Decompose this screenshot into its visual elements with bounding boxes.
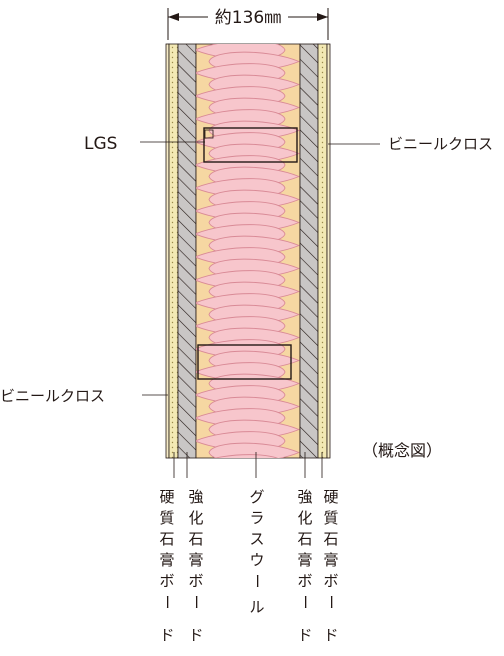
glass-wool-fiber — [213, 454, 278, 458]
svg-text:ウ: ウ — [249, 551, 264, 569]
svg-text:ス: ス — [249, 530, 264, 548]
hard-gypsum-board-left-layer — [168, 43, 179, 459]
glass-wool-fiber — [208, 442, 300, 458]
hard-gypsum-board-right-label: 硬 質 石 膏 ボ ー ド — [322, 488, 340, 644]
vinyl-cloth-right-layer — [326, 43, 331, 459]
lgs-stud-lower — [197, 344, 292, 380]
svg-text:硬: 硬 — [323, 488, 338, 506]
glass-wool-fiber — [195, 478, 285, 497]
svg-text:化: 化 — [188, 509, 203, 527]
svg-text:ボ: ボ — [297, 572, 312, 590]
svg-text:ド: ド — [297, 626, 312, 644]
svg-text:石: 石 — [188, 530, 203, 548]
dimension-arrow-left — [168, 13, 179, 21]
svg-text:ボ: ボ — [323, 572, 338, 590]
lgs-stud-upper — [203, 127, 298, 163]
reinforced-gypsum-board-right-label: 強 化 石 膏 ボ ー ド — [296, 488, 314, 644]
reinforced-gypsum-board-right-layer — [299, 43, 319, 459]
svg-text:膏: 膏 — [188, 551, 203, 569]
svg-text:グ: グ — [249, 488, 264, 506]
glass-wool-pattern — [195, 44, 300, 497]
hard-gypsum-board-right-layer — [317, 43, 328, 459]
concept-diagram-label: （概念図） — [362, 441, 442, 460]
svg-text:石: 石 — [159, 530, 174, 548]
lgs-label: LGS — [84, 134, 117, 154]
svg-text:膏: 膏 — [323, 551, 338, 569]
svg-text:膏: 膏 — [159, 551, 174, 569]
vinyl-cloth-left-layer — [165, 43, 170, 459]
svg-text:化: 化 — [297, 509, 312, 527]
dimension-arrow-right — [317, 13, 328, 21]
svg-text:ー: ー — [158, 594, 176, 609]
dimension-text: 約136㎜ — [215, 8, 281, 28]
svg-text:ド: ド — [323, 626, 338, 644]
svg-text:石: 石 — [297, 530, 312, 548]
svg-text:強: 強 — [297, 488, 312, 506]
svg-text:硬: 硬 — [159, 488, 174, 506]
svg-text:ラ: ラ — [249, 509, 264, 527]
svg-text:質: 質 — [323, 509, 338, 527]
hard-gypsum-board-left-label: 硬 質 石 膏 ボ ー ド — [158, 488, 176, 644]
svg-text:ボ: ボ — [188, 572, 203, 590]
glass-wool-label: グ ラ ス ウ ー ル — [248, 488, 266, 616]
svg-text:ド: ド — [188, 626, 203, 644]
vinyl-cloth-left-label: ビニールクロス — [0, 387, 105, 405]
svg-text:ル: ル — [249, 598, 264, 616]
svg-text:石: 石 — [323, 530, 338, 548]
svg-text:ー: ー — [322, 594, 340, 609]
svg-text:ー: ー — [187, 594, 205, 609]
reinforced-gypsum-board-left-layer — [177, 43, 197, 459]
svg-text:ド: ド — [159, 626, 174, 644]
svg-text:ー: ー — [248, 573, 266, 588]
svg-text:ボ: ボ — [159, 572, 174, 590]
svg-text:質: 質 — [159, 509, 174, 527]
svg-text:ー: ー — [296, 594, 314, 609]
glass-wool-fiber — [209, 466, 299, 485]
svg-text:膏: 膏 — [297, 551, 312, 569]
lgs-stud-corner-mark — [204, 129, 214, 139]
reinforced-gypsum-board-left-label: 強 化 石 膏 ボ ー ド — [187, 488, 205, 644]
svg-text:強: 強 — [188, 488, 203, 506]
vinyl-cloth-right-label: ビニールクロス — [388, 135, 493, 153]
